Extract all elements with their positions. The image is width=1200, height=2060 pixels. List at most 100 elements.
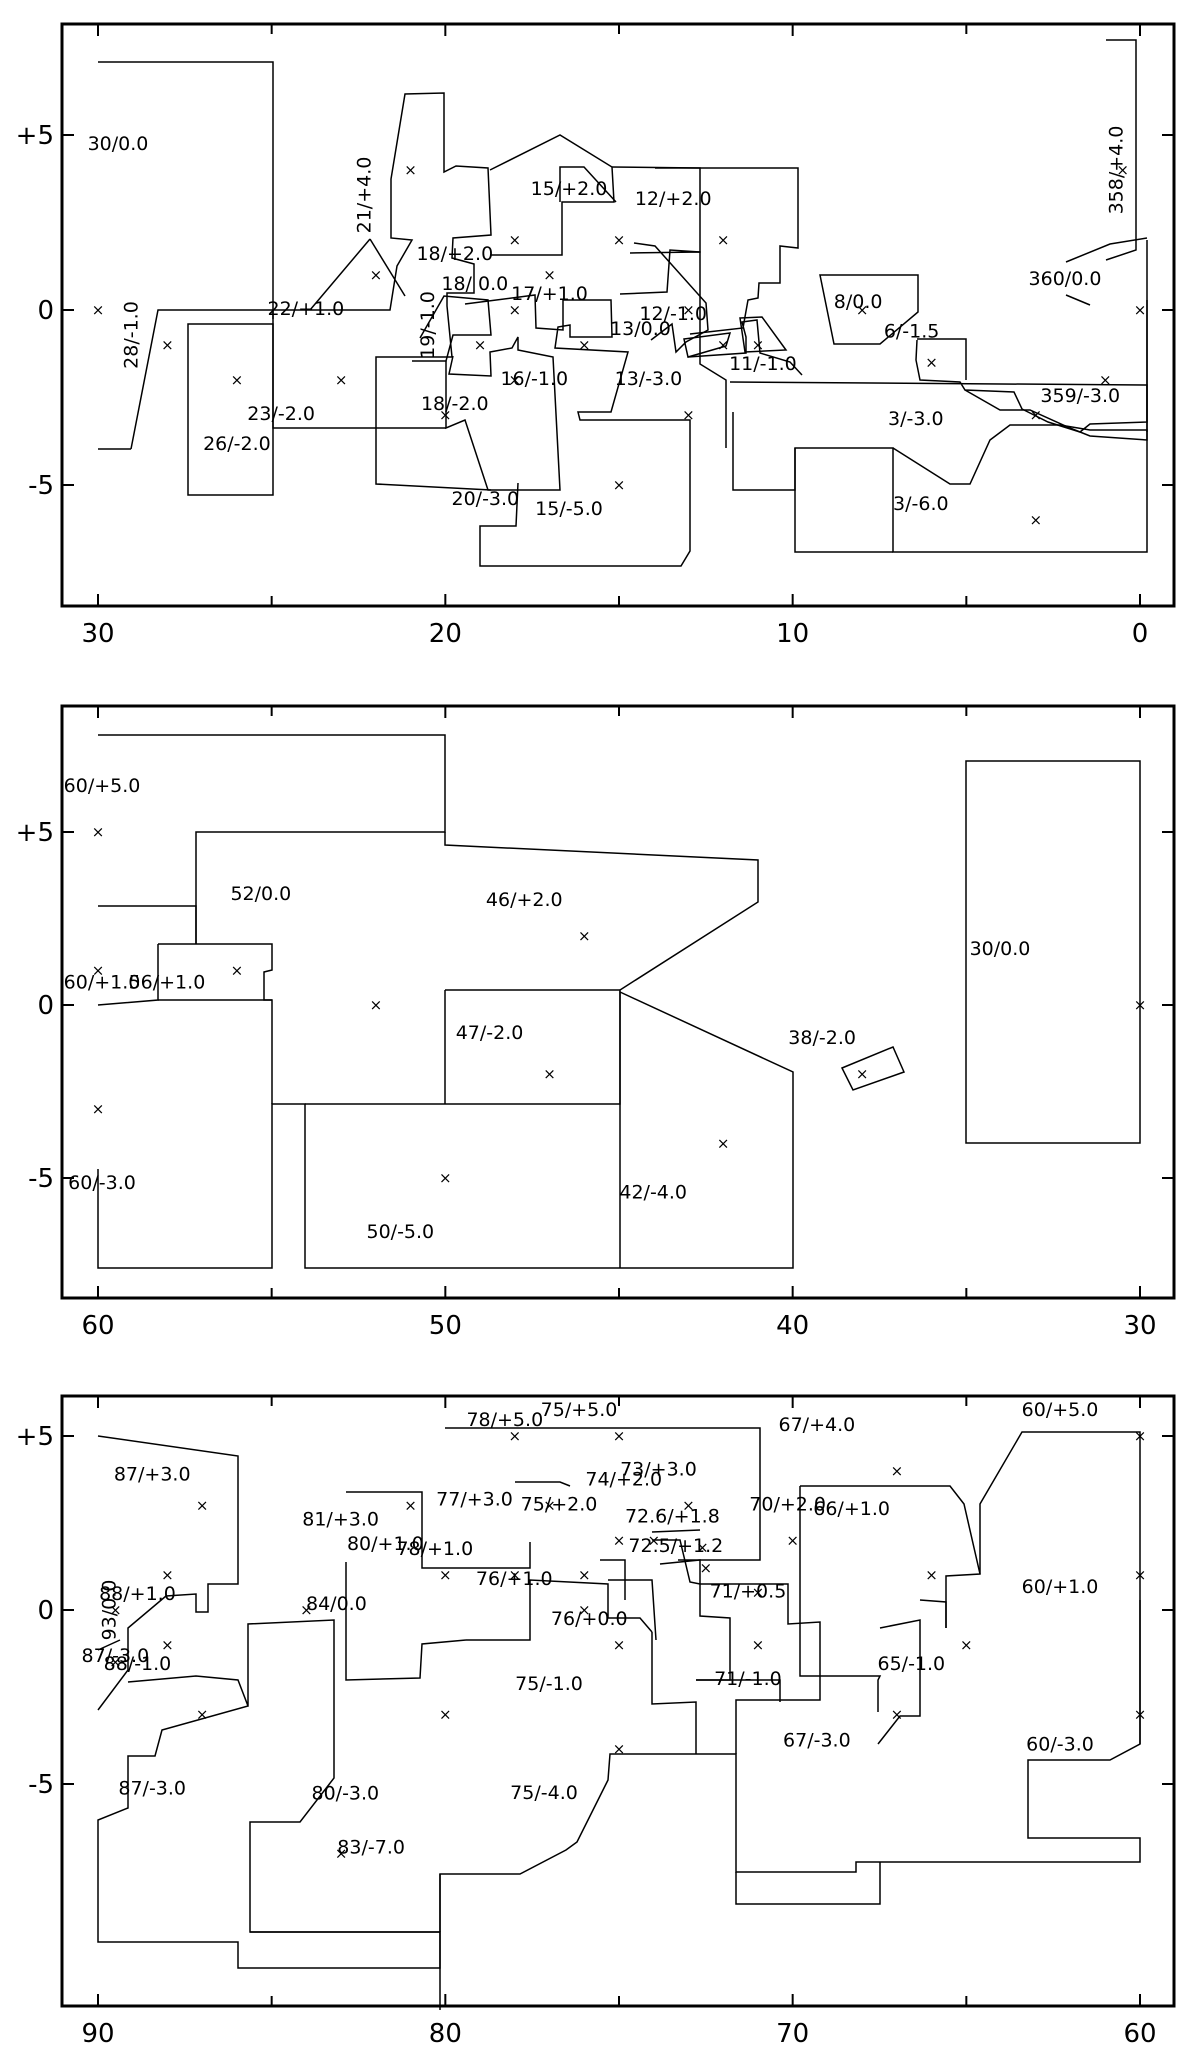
region-center-mark: ×	[543, 266, 556, 284]
region-center-mark: ×	[1099, 371, 1112, 389]
region-center-mark: ×	[891, 1462, 904, 1480]
region-center-mark: ×	[335, 1845, 348, 1863]
x-tick-label: 50	[429, 1311, 462, 1341]
region-label: 20/-3.0	[452, 488, 520, 510]
region-label: 23/-2.0	[247, 403, 315, 425]
region-label: 17/+1.0	[511, 283, 588, 305]
y-tick-label: -5	[28, 471, 54, 501]
region-center-mark: ×	[613, 231, 626, 249]
region-label: 75/+2.0	[521, 1493, 598, 1515]
region-center-mark: ×	[856, 1065, 869, 1083]
region-label: 360/0.0	[1029, 268, 1102, 290]
region-label: 84/0.0	[306, 1593, 367, 1615]
region-label: 21/+4.0	[354, 157, 376, 234]
y-tick-label: +5	[16, 1422, 54, 1452]
region-center-mark: ×	[231, 371, 244, 389]
region-center-mark: ×	[439, 1566, 452, 1584]
region-center-mark: ×	[92, 823, 105, 841]
region-center-mark: ×	[613, 476, 626, 494]
region-center-mark: ×	[109, 1601, 122, 1619]
region-label: 60/+5.0	[1022, 1399, 1099, 1421]
y-tick-label: +5	[16, 818, 54, 848]
region-center-mark: ×	[474, 336, 487, 354]
region-label: 13/0.0	[610, 318, 671, 340]
region-center-mark: ×	[1134, 1566, 1147, 1584]
region-center-mark: ×	[1134, 1427, 1147, 1445]
region-center-mark: ×	[509, 1566, 522, 1584]
y-tick-label: 0	[37, 1596, 54, 1626]
region-center-mark: ×	[717, 231, 730, 249]
y-tick-label: 0	[37, 991, 54, 1021]
region-label: 42/-4.0	[619, 1181, 687, 1203]
region-label: 87/-3.0	[82, 1645, 150, 1667]
region-center-mark: ×	[856, 301, 869, 319]
region-center-mark: ×	[613, 1427, 626, 1445]
region-label: 75/-1.0	[515, 1673, 583, 1695]
x-tick-label: 0	[1132, 619, 1149, 649]
region-center-mark: ×	[682, 406, 695, 424]
region-center-mark: ×	[509, 1427, 522, 1445]
region-label: 76/+1.0	[476, 1568, 553, 1590]
region-label: 60/+1.0	[64, 971, 141, 993]
region-label: 72.6/+1.8	[625, 1505, 720, 1527]
region-label: 80/-3.0	[312, 1782, 380, 1804]
region-center-mark: ×	[509, 301, 522, 319]
region-center-mark: ×	[752, 336, 765, 354]
region-center-mark: ×	[370, 996, 383, 1014]
region-center-mark: ×	[196, 1497, 209, 1515]
region-center-mark: ×	[196, 1705, 209, 1723]
region-center-mark: ×	[717, 336, 730, 354]
region-center-mark: ×	[960, 1636, 973, 1654]
region-label: 30/0.0	[970, 938, 1031, 960]
panel-1-labels: ×30/0.0×28/-1.0×26/-2.0×22/+1.0×23/-2.0×…	[88, 126, 1147, 529]
region-center-mark: ×	[1030, 511, 1043, 529]
x-tick-label: 30	[81, 619, 114, 649]
region-label: 75/-4.0	[510, 1782, 578, 1804]
region-center-mark: ×	[700, 1559, 713, 1577]
region-label: 26/-2.0	[203, 433, 271, 455]
y-tick-label: -5	[28, 1164, 54, 1194]
region-label: 15/-5.0	[535, 498, 603, 520]
region-label: 11/-1.0	[729, 353, 797, 375]
region-center-mark: ×	[509, 231, 522, 249]
region-label: 81/+3.0	[302, 1509, 379, 1531]
region-center-mark: ×	[786, 1531, 799, 1549]
panel-2-frame	[60, 704, 1176, 1300]
region-label: 60/+1.0	[1022, 1576, 1099, 1598]
panel-1-frame	[60, 22, 1176, 608]
region-label: 67/+4.0	[779, 1414, 856, 1436]
panel-2-labels: ×60/+5.0×60/+1.0×56/+1.0×60/-3.0×52/0.0×…	[64, 775, 1147, 1243]
region-center-mark: ×	[578, 336, 591, 354]
region-label: 76/+0.0	[551, 1608, 628, 1630]
region-label: 87/+3.0	[114, 1464, 191, 1486]
region-label: 70/+2.0	[749, 1493, 826, 1515]
x-tick-label: 90	[81, 2019, 114, 2049]
region-label: 3/-6.0	[893, 493, 949, 515]
region-label: 88/-1.0	[104, 1653, 172, 1675]
region-label: 71/+0.5	[710, 1581, 787, 1603]
region-label: 16/-1.0	[500, 368, 568, 390]
y-tick-label: -5	[28, 1770, 54, 1800]
panel-1-region-outlines	[98, 39, 1148, 567]
region-label: 75/+5.0	[541, 1399, 618, 1421]
region-center-mark: ×	[109, 1653, 122, 1671]
region-center-mark: ×	[752, 1584, 765, 1602]
region-center-mark: ×	[439, 1705, 452, 1723]
region-label: 13/-3.0	[615, 368, 683, 390]
region-label: 72.5/+1.2	[628, 1535, 723, 1557]
y-tick-label: +5	[16, 121, 54, 151]
region-center-mark: ×	[543, 1497, 556, 1515]
region-center-mark: ×	[439, 1169, 452, 1187]
region-label: 93/0.0	[98, 1580, 120, 1641]
region-label: 50/-5.0	[367, 1221, 435, 1243]
x-tick-label: 80	[429, 2019, 462, 2049]
region-label: 87/-3.0	[118, 1777, 186, 1799]
region-label: 30/0.0	[88, 133, 149, 155]
region-label: 71/-1.0	[714, 1668, 782, 1690]
region-label: 38/-2.0	[788, 1027, 856, 1049]
region-label: 67/-3.0	[783, 1729, 851, 1751]
